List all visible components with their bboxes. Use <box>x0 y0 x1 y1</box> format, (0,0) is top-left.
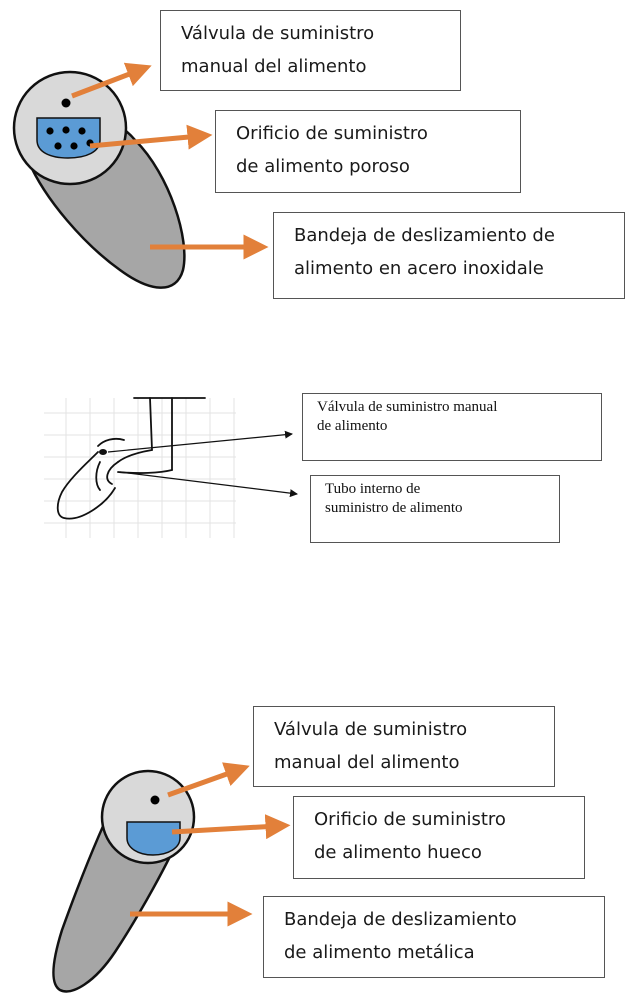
label-tray-1-line-1: Bandeja de deslizamiento de <box>294 225 555 246</box>
valve-dot-3 <box>150 795 160 805</box>
sketch-device-2 <box>44 397 298 538</box>
label-orifice-3: Orificio de suministro de alimento hueco <box>293 796 585 879</box>
label-orifice-1-line-1: Orificio de suministro <box>236 123 428 144</box>
label-tube-2-line-2: suministro de alimento <box>325 500 463 516</box>
feeder-device-3 <box>52 762 291 993</box>
feeder-device-1 <box>12 62 269 289</box>
label-valve-1-line-2: manual del alimento <box>181 56 367 77</box>
label-tray-3-line-2: de alimento metálica <box>284 942 475 963</box>
label-valve-1: Válvula de suministro manual del aliment… <box>160 10 461 91</box>
label-orifice-3-line-1: Orificio de suministro <box>314 809 506 830</box>
arrow-tube-2 <box>119 471 298 498</box>
label-valve-3: Válvula de suministro manual del aliment… <box>253 706 555 787</box>
sketch-strokes <box>56 397 206 520</box>
sketch-grid <box>44 398 236 538</box>
arrow-valve-3 <box>167 762 250 798</box>
arrow-valve-1 <box>71 62 152 99</box>
label-orifice-3-line-2: de alimento hueco <box>314 842 482 863</box>
sketch-valve-dot <box>99 449 107 455</box>
label-orifice-1-line-2: de alimento poroso <box>236 156 410 177</box>
label-valve-2-line-2: de alimento <box>317 418 388 434</box>
label-tube-2-line-1: Tubo interno de <box>325 481 421 497</box>
label-tray-1: Bandeja de deslizamiento de alimento en … <box>273 212 625 299</box>
label-tray-3: Bandeja de deslizamiento de alimento met… <box>263 896 605 978</box>
arrow-orifice-1 <box>89 124 213 150</box>
arrow-valve-2 <box>107 430 293 453</box>
hollow-orifice-3 <box>126 821 181 856</box>
label-tray-3-line-1: Bandeja de deslizamiento <box>284 909 517 930</box>
label-tray-1-line-2: alimento en acero inoxidale <box>294 258 544 279</box>
porous-holes-1 <box>46 126 94 150</box>
label-valve-1-line-1: Válvula de suministro <box>181 23 375 44</box>
arrow-orifice-3 <box>171 814 291 840</box>
label-valve-2-line-1: Válvula de suministro manual <box>317 399 498 415</box>
label-tube-2: Tubo interno de suministro de alimento <box>310 475 560 543</box>
valve-dot-1 <box>61 98 71 108</box>
label-valve-2: Válvula de suministro manual de alimento <box>302 393 602 461</box>
label-valve-3-line-1: Válvula de suministro <box>274 719 468 740</box>
porous-orifice-1 <box>36 117 101 159</box>
label-orifice-1: Orificio de suministro de alimento poros… <box>215 110 521 193</box>
label-valve-3-line-2: manual del alimento <box>274 752 460 773</box>
